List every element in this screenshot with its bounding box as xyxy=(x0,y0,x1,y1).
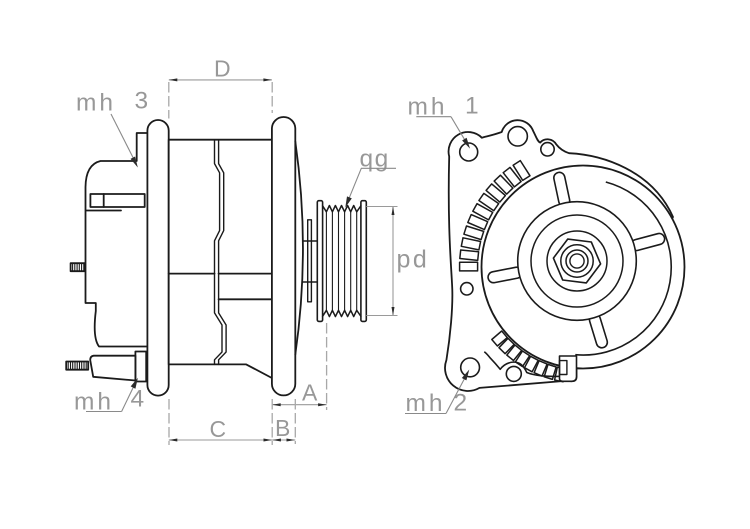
svg-text:pd: pd xyxy=(397,246,430,274)
svg-text:mh: mh xyxy=(406,390,446,417)
svg-text:mh: mh xyxy=(76,90,116,117)
svg-text:D: D xyxy=(214,56,233,82)
svg-text:mh: mh xyxy=(408,94,448,121)
svg-text:2: 2 xyxy=(454,390,470,417)
svg-text:B: B xyxy=(275,415,293,441)
svg-text:4: 4 xyxy=(131,386,147,413)
svg-text:1: 1 xyxy=(465,93,481,120)
svg-text:3: 3 xyxy=(135,88,151,115)
svg-text:C: C xyxy=(210,416,229,442)
svg-text:A: A xyxy=(302,380,320,406)
